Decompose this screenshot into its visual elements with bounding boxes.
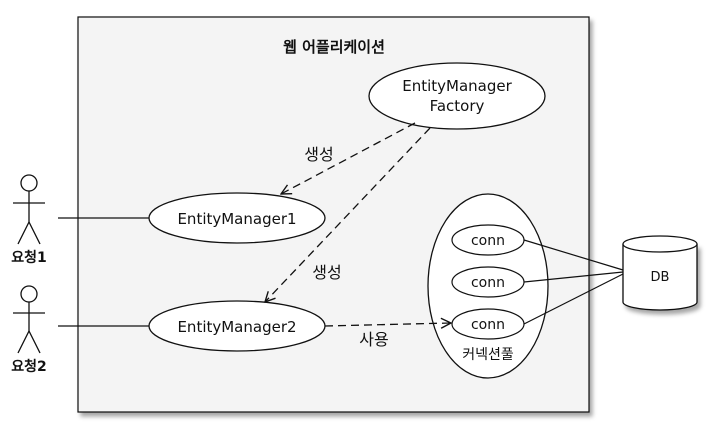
conn3-node[interactable]: conn — [451, 308, 525, 340]
actor-request2[interactable]: 요청2 — [11, 285, 47, 375]
conn1-node[interactable]: conn — [451, 224, 525, 256]
conn2-label: conn — [471, 275, 505, 291]
container-title: 웹 어플리케이션 — [283, 38, 385, 56]
actor-request1-label: 요청1 — [11, 250, 47, 266]
em1-label: EntityManager1 — [177, 210, 296, 228]
em2-label: EntityManager2 — [177, 318, 296, 336]
conn3-label: conn — [471, 317, 505, 333]
connection-pool-node[interactable]: 커넥션풀 conn conn conn — [427, 193, 549, 379]
entity-manager1-node[interactable]: EntityManager1 — [148, 192, 326, 244]
entity-manager-factory-node[interactable]: EntityManager Factory — [368, 62, 546, 130]
db-label: DB — [651, 270, 670, 285]
create-arrow-em2 — [265, 127, 431, 302]
create-label-2: 생성 — [312, 263, 341, 282]
actor-request2-label: 요청2 — [11, 359, 47, 375]
factory-label-line1: EntityManager — [402, 77, 512, 95]
create-label-1: 생성 — [304, 145, 333, 164]
conn1-label: conn — [471, 233, 505, 249]
conn2-node[interactable]: conn — [451, 266, 525, 298]
database-node[interactable]: DB — [622, 235, 698, 311]
factory-label-line2: Factory — [430, 97, 485, 115]
entity-manager2-node[interactable]: EntityManager2 — [148, 300, 326, 352]
use-label: 사용 — [359, 330, 388, 349]
pool-label: 커넥션풀 — [462, 347, 514, 363]
conn-db-links — [523, 239, 624, 325]
use-arrow — [324, 323, 451, 326]
actor-request1[interactable]: 요청1 — [11, 174, 47, 266]
